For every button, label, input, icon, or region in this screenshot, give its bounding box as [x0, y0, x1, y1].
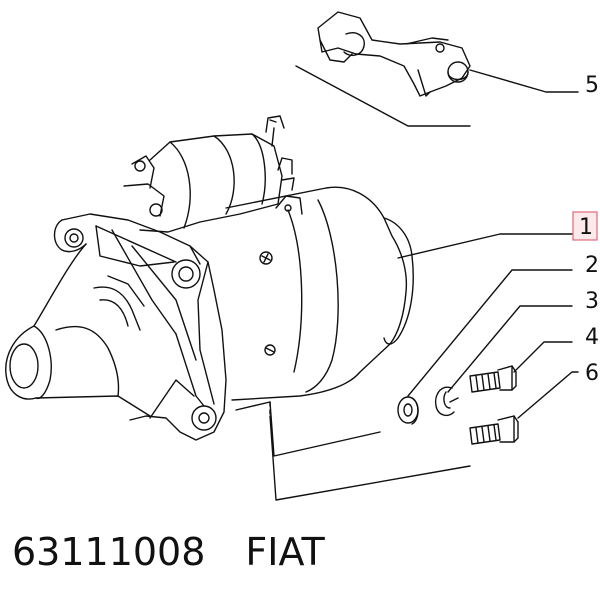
- leader-line-4: [513, 341, 573, 373]
- callout-6: 6: [585, 361, 599, 386]
- callout-2: 2: [585, 253, 599, 278]
- leader-line-2: [407, 269, 573, 397]
- callout-3: 3: [585, 289, 599, 314]
- leader-line-3: [447, 305, 573, 393]
- bolt-part-4: [469, 365, 517, 393]
- part-number: 63111008: [12, 530, 206, 574]
- assembly-line-upper: [235, 401, 381, 457]
- caption: 63111008 FIAT: [12, 530, 325, 574]
- starter-motor: [5, 115, 414, 441]
- lock-washer-part-3: [434, 386, 459, 417]
- leader-line-6: [517, 371, 579, 419]
- callout-5: 5: [585, 73, 599, 98]
- bracket-reference-line: [295, 65, 471, 127]
- bolt-part-6: [469, 415, 519, 445]
- leader-line-5: [469, 69, 579, 93]
- highlight-box-callout-1: [572, 211, 598, 241]
- callout-1: 1: [579, 215, 593, 240]
- bracket-part-5: [317, 11, 471, 97]
- callout-4: 4: [585, 325, 599, 350]
- washer-part-2: [397, 396, 419, 425]
- brand-name: FIAT: [245, 530, 325, 574]
- leader-line-1: [397, 233, 573, 259]
- assembly-line-lower: [269, 415, 471, 501]
